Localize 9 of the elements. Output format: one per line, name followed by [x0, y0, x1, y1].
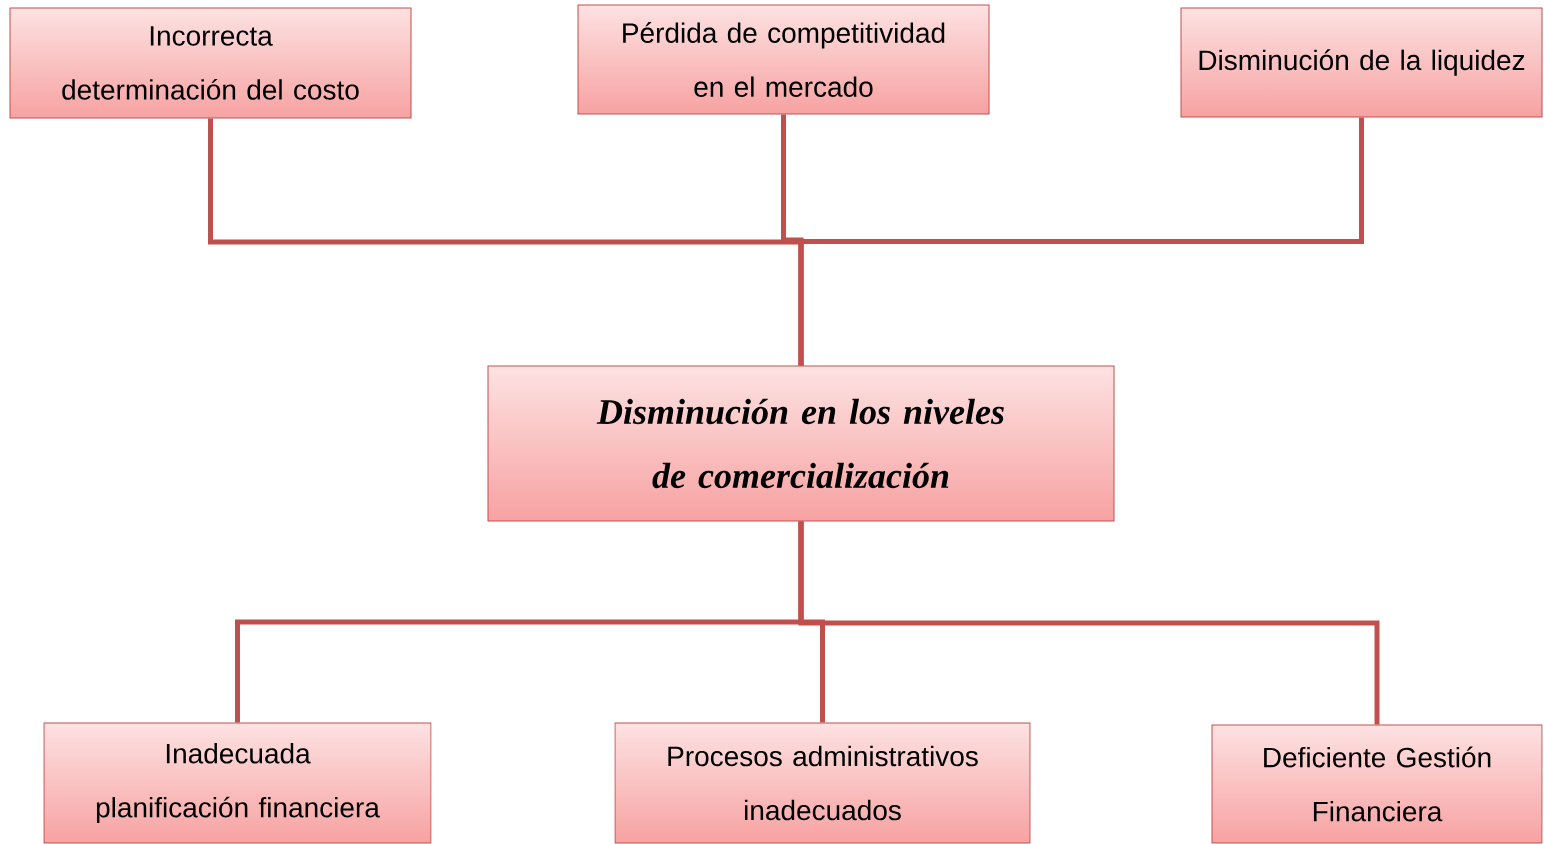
text-box: Inadecuada planificación financiera	[43, 722, 432, 844]
text-box: Pérdida de competitividad en el mercado	[577, 4, 990, 115]
text-box: Incorrecta determinación del costo	[9, 7, 412, 119]
text-box: Disminución en los niveles de comercialización	[487, 365, 1115, 522]
text-box: Disminución de la liquidez	[1180, 7, 1543, 118]
text-box: Deficiente Gestión Financiera	[1211, 724, 1543, 844]
connector-line	[798, 521, 1380, 725]
connector-line	[798, 117, 1364, 366]
text-box: Procesos administrativos inadecuados	[614, 722, 1031, 844]
